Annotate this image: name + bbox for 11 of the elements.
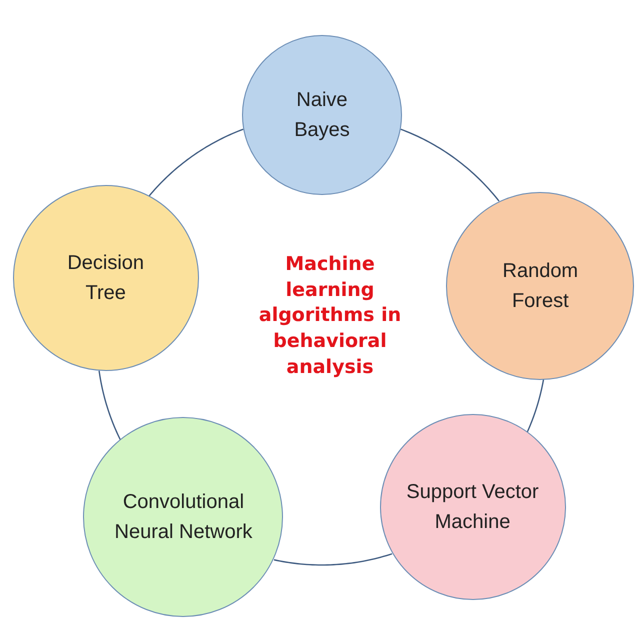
algorithm-name: Random Forest — [502, 258, 580, 314]
center-title: Machine learning algorithms in behavioral analysis — [258, 252, 402, 380]
ring-arc — [526, 379, 544, 432]
algorithm-name: Decision Tree — [66, 250, 146, 306]
algorithm-name: Convolutional Neural Network — [114, 490, 254, 546]
ring-arc — [274, 553, 392, 566]
ring-arc — [98, 370, 121, 440]
ring-arc — [148, 128, 244, 196]
ring-arc — [400, 128, 500, 202]
algorithm-name: Naive Bayes — [293, 88, 351, 143]
algorithm-name: Support Vector Machine — [405, 480, 540, 536]
